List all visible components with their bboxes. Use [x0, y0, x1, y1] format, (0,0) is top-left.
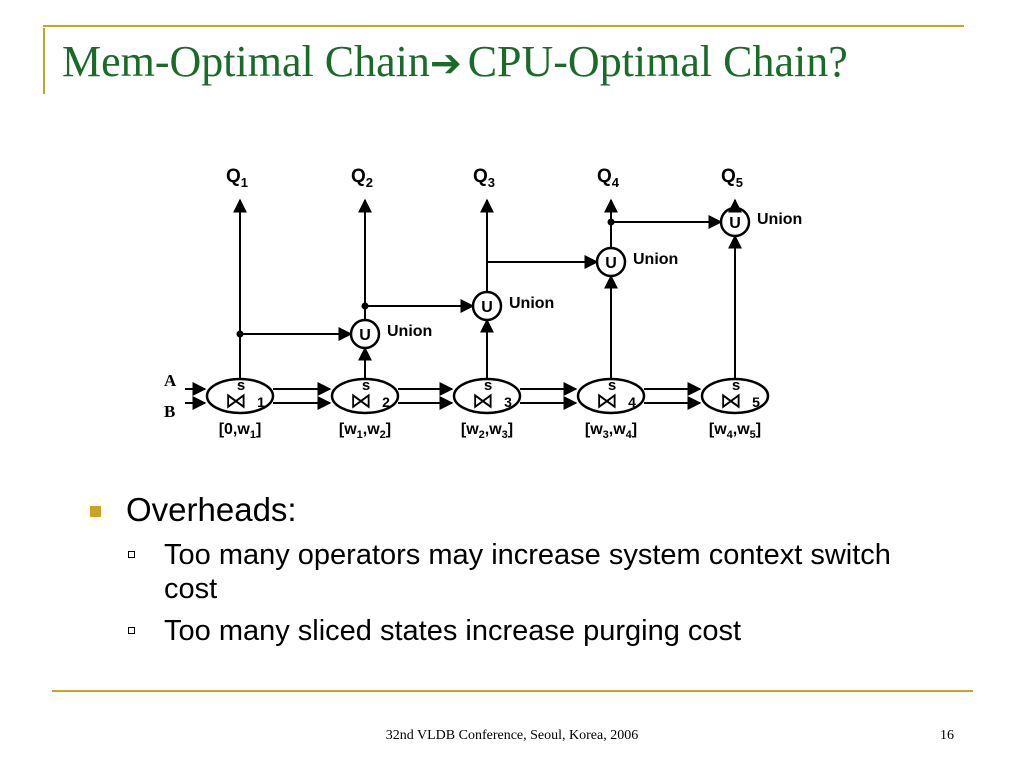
bullet-list: Overheads: Too many operators may increa… — [88, 490, 924, 648]
join-state-label: s — [608, 377, 616, 394]
title-accent-bar — [43, 28, 45, 94]
slide-title: Mem-Optimal Chain➔CPU-Optimal Chain? — [62, 40, 848, 84]
window-label-2: [w1,w2] — [339, 421, 391, 441]
window-label-5: [w4,w5] — [709, 421, 761, 441]
query-label-2: Q2 — [351, 166, 373, 190]
bowtie-join-icon: ⋈ — [225, 389, 247, 414]
square-bullet-icon — [90, 506, 101, 517]
union-symbol: U — [481, 299, 493, 316]
right-arrow-icon: ➔ — [429, 41, 462, 85]
join-state-label: s — [237, 377, 245, 394]
union-label: Union — [633, 251, 678, 268]
union-symbol: U — [605, 255, 617, 272]
union-symbol: U — [359, 327, 371, 344]
union-label: Union — [387, 323, 432, 340]
hollow-square-bullet-icon — [128, 551, 135, 558]
join-state-label: s — [362, 377, 370, 394]
top-rule — [43, 25, 964, 27]
window-label-1: [0,w1] — [219, 421, 262, 441]
join-state-label: s — [484, 377, 492, 394]
footer-text: 32nd VLDB Conference, Seoul, Korea, 2006 — [385, 728, 639, 743]
bowtie-join-icon: ⋈ — [472, 389, 494, 414]
title-left: Mem-Optimal Chain — [62, 37, 430, 86]
bullet-overheads: Overheads: — [88, 490, 924, 530]
sub-bullet-purging: Too many sliced states increase purging … — [88, 614, 924, 648]
input-label-a: A — [164, 371, 177, 390]
join-subscript: 3 — [504, 394, 512, 410]
window-label-3: [w2,w3] — [461, 421, 513, 441]
bowtie-join-icon: ⋈ — [350, 389, 372, 414]
query-label-4: Q4 — [597, 166, 620, 190]
union-label: Union — [757, 211, 802, 228]
title-right: CPU-Optimal Chain? — [467, 37, 848, 86]
sliced-join-chain-diagram: ABs⋈1[0,w1]s⋈2[w1,w2]s⋈3[w2,w3]s⋈4[w3,w4… — [164, 166, 802, 441]
page-number: 16 — [940, 728, 954, 743]
footer-rule — [52, 690, 973, 692]
join-state-label: s — [732, 377, 740, 394]
join-subscript: 1 — [257, 394, 265, 410]
join-subscript: 2 — [382, 394, 390, 410]
join-subscript: 5 — [752, 394, 760, 410]
join-subscript: 4 — [628, 394, 636, 410]
query-label-3: Q3 — [473, 166, 495, 190]
bowtie-join-icon: ⋈ — [596, 389, 618, 414]
query-label-5: Q5 — [721, 166, 743, 190]
window-label-4: [w3,w4] — [585, 421, 637, 441]
input-label-b: B — [164, 402, 175, 421]
sub-bullet-context-switch: Too many operators may increase system c… — [88, 538, 924, 606]
bowtie-join-icon: ⋈ — [720, 389, 742, 414]
union-symbol: U — [729, 215, 741, 232]
union-label: Union — [509, 295, 554, 312]
query-label-1: Q1 — [226, 166, 248, 190]
hollow-square-bullet-icon — [128, 627, 135, 634]
